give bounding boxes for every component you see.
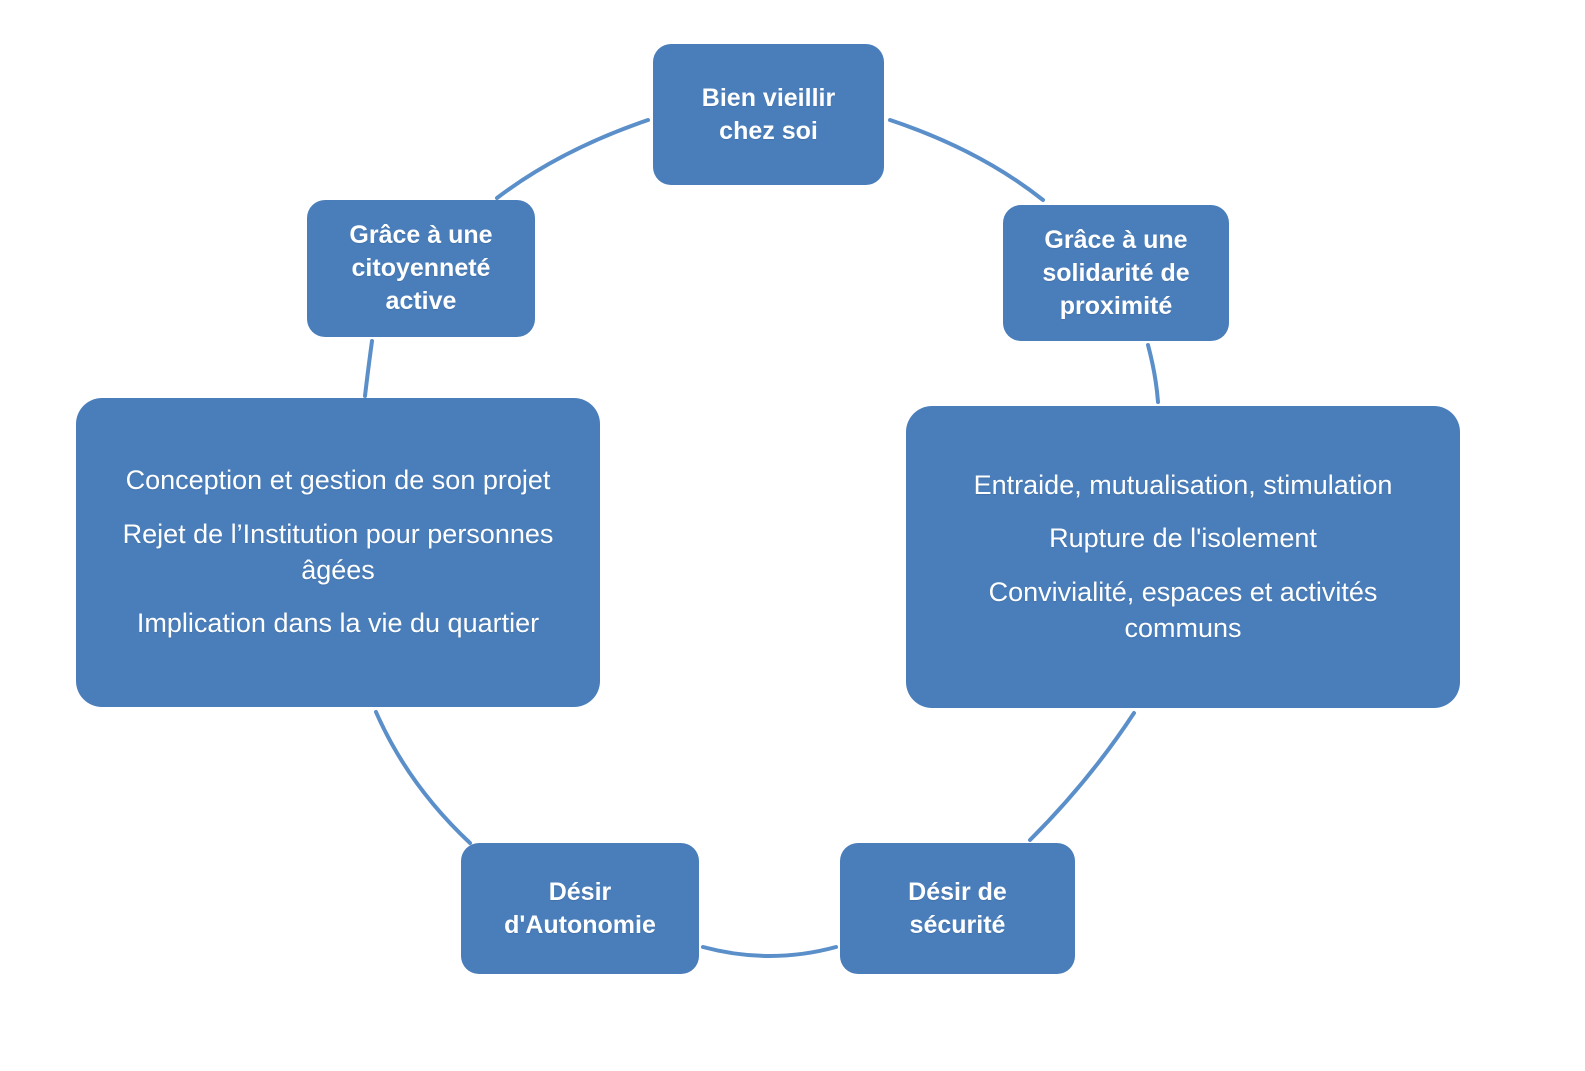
- node-line: Rupture de l'isolement: [1049, 523, 1317, 554]
- node-solidarite-de-proximite[interactable]: Grâce à une solidarité de proximité: [1003, 205, 1229, 341]
- node-desir-autonomie[interactable]: Désir d'Autonomie: [461, 843, 699, 974]
- connector-left-to-bottom-left: [374, 710, 472, 845]
- node-line: Bien vieillir: [701, 83, 836, 112]
- node-desir-securite[interactable]: Désir de sécurité: [840, 843, 1075, 974]
- node-line: Grâce à une: [349, 221, 493, 249]
- connector-upper-right-to-right: [1146, 343, 1160, 404]
- node-line: d'Autonomie: [504, 910, 656, 939]
- node-line: sécurité: [909, 910, 1006, 939]
- node-line: solidarité de: [1042, 258, 1190, 287]
- node-line: proximité: [1059, 291, 1173, 320]
- node-line: Désir: [548, 877, 612, 906]
- node-conception-gestion-projet[interactable]: Conception et gestion de son projet Reje…: [76, 398, 600, 707]
- node-line: Grâce à une: [1044, 225, 1188, 254]
- node-line: Entraide, mutualisation, stimulation: [973, 469, 1393, 500]
- connector-upper-left-to-left: [363, 339, 374, 398]
- node-line: citoyenneté: [351, 254, 491, 282]
- node-line: Conception et gestion de son projet: [125, 465, 551, 496]
- connector-top-to-upper-right: [888, 118, 1045, 202]
- node-line: Rejet de l’Institution pour personnes âg…: [122, 518, 554, 585]
- connector-upper-left-to-top: [495, 118, 650, 200]
- node-line: Implication dans la vie du quartier: [136, 608, 540, 639]
- node-citoyennete-active[interactable]: Grâce à une citoyenneté active: [307, 200, 535, 337]
- node-line: chez soi: [719, 116, 818, 145]
- node-entraide-mutualisation[interactable]: Entraide, mutualisation, stimulation Rup…: [906, 406, 1460, 708]
- node-line: Désir de: [908, 877, 1007, 906]
- connector-right-to-bottom-right: [1028, 711, 1136, 842]
- node-line: active: [385, 287, 457, 315]
- node-line: Convivialité, espaces et activités commu…: [988, 577, 1378, 643]
- node-bien-vieillir-chez-soi[interactable]: Bien vieillir chez soi: [653, 44, 884, 185]
- connector-bottom-left-to-bottom-right: [701, 945, 838, 958]
